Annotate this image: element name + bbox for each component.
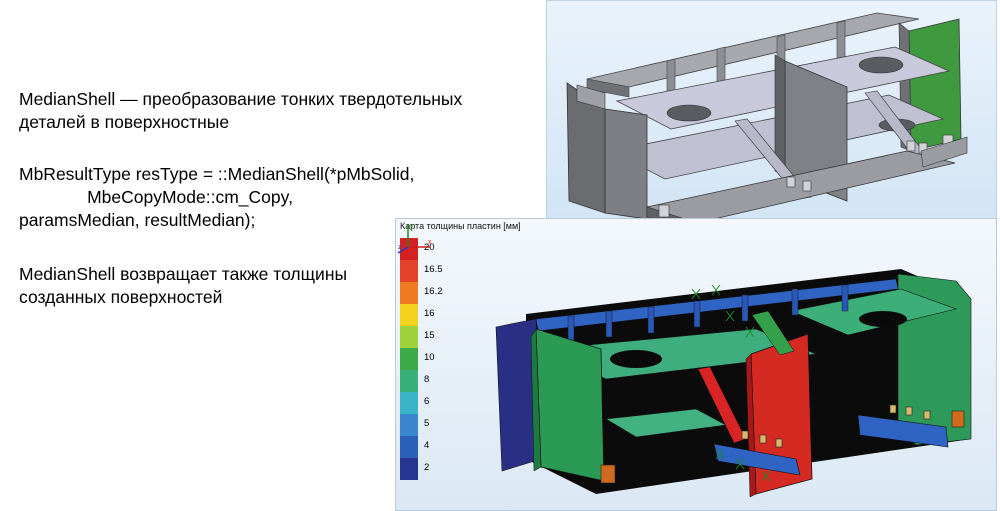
description-paragraph: MedianShell — преобразование тонких твер… [19,88,462,134]
axis-label: x [428,239,432,246]
legend-entry: 16.2 [399,282,451,304]
legend-swatch [400,260,418,282]
legend-swatch [400,414,418,436]
legend-swatch [400,304,418,326]
legend-entry: 2 [399,458,451,480]
description-line-1: MedianShell — преобразование тонких твер… [19,89,463,109]
legend-label: 4 [424,440,430,451]
code-line-2: MbeCopyMode::cm_Copy, [19,187,293,207]
axis-label: z [398,244,402,251]
legend-entry: 4 [399,436,451,458]
result-paragraph: MedianShell возвращает также толщины соз… [19,263,347,309]
legend-swatch [400,326,418,348]
description-line-2: деталей в поверхностные [19,112,230,132]
legend-label: 16.2 [424,286,443,297]
thickness-legend: 20 16.5 16.2 16 15 10 8 6 5 4 2 [399,238,451,480]
solid-model-view[interactable] [546,0,997,245]
result-line-2: созданных поверхностей [19,287,223,307]
legend-swatch [400,436,418,458]
legend-label: 16 [424,308,435,319]
code-snippet: MbResultType resType = ::MedianShell(*pM… [19,163,414,232]
code-line-3: paramsMedian, resultMedian); [19,210,256,230]
axis-triad-icon: y x z [397,223,432,254]
thickness-map-view[interactable]: Карта толщины пластин [мм] 20 16.5 16.2 … [395,218,997,511]
legend-swatch [400,348,418,370]
legend-entry: 10 [399,348,451,370]
legend-swatch [400,238,418,260]
legend-swatch [400,392,418,414]
legend-entry: 16.5 [399,260,451,282]
legend-entry: 6 [399,392,451,414]
thickness-model-drawing [495,269,972,498]
axis-label: y [410,223,414,230]
result-line-1: MedianShell возвращает также толщины [19,264,348,284]
legend-swatch [400,370,418,392]
legend-entry: 8 [399,370,451,392]
legend-entry: 5 [399,414,451,436]
legend-label: 16.5 [424,264,443,275]
legend-label: 15 [424,330,435,341]
legend-title: Карта толщины пластин [мм] [400,221,521,231]
legend-entry: 16 [399,304,451,326]
solid-model-drawing [566,12,968,234]
legend-entry: 15 [399,326,451,348]
legend-swatch [400,282,418,304]
legend-label: 6 [424,396,430,407]
legend-swatch [400,458,418,480]
legend-label: 8 [424,374,430,385]
legend-label: 10 [424,352,435,363]
code-line-1: MbResultType resType = ::MedianShell(*pM… [19,164,415,184]
legend-label: 5 [424,418,430,429]
legend-label: 2 [424,462,430,473]
